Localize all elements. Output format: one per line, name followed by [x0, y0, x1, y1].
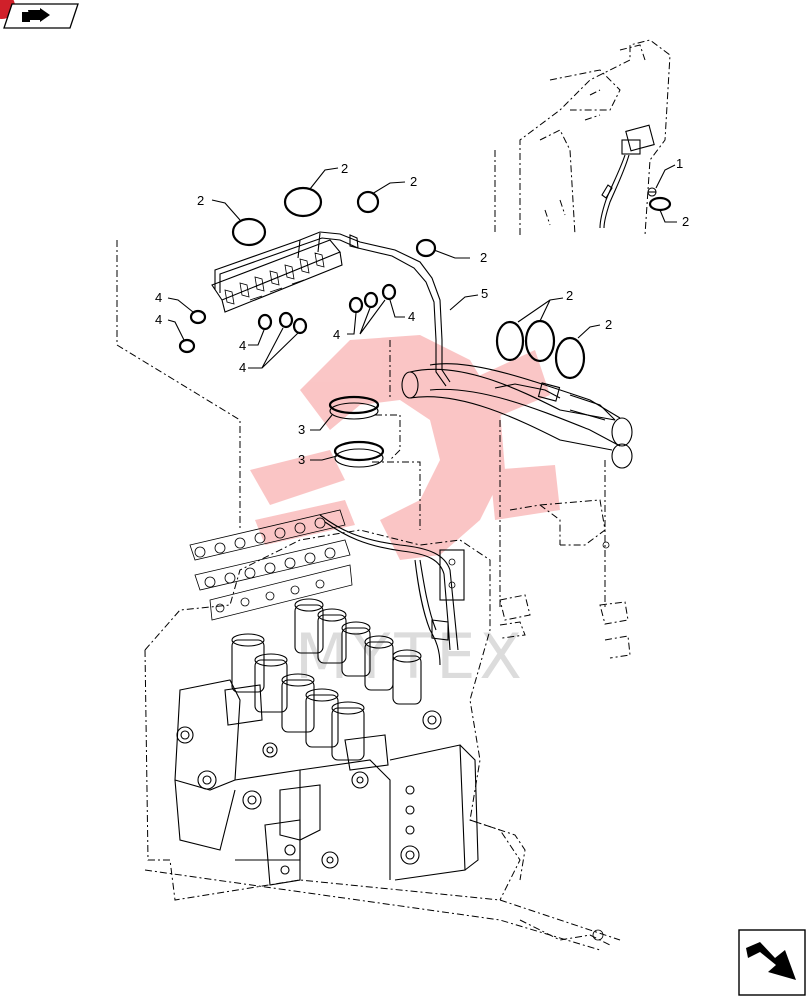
callout-1: 1 — [676, 156, 683, 171]
callout-11: 4 — [155, 312, 162, 327]
oring-part-4-c[interactable] — [257, 313, 273, 331]
harness-connector-block — [211, 239, 343, 313]
callout-16: 3 — [298, 422, 305, 437]
wiring-harness-part-5[interactable] — [214, 231, 451, 387]
control-valve-assembly — [144, 509, 621, 951]
oring-part-2-d[interactable] — [415, 238, 437, 258]
callout-10: 4 — [155, 290, 162, 305]
oring-part-4-g[interactable] — [363, 291, 379, 309]
callout-labels: 1 2 2 2 2 2 2 2 5 4 4 4 4 4 4 3 3 — [155, 156, 689, 467]
sensor-connector-part-1[interactable] — [599, 124, 657, 229]
oring-part-4-h[interactable] — [381, 283, 397, 301]
oring-part-4-a[interactable] — [189, 309, 207, 325]
oring-part-4-e[interactable] — [292, 317, 308, 335]
oring-part-4-f[interactable] — [348, 296, 364, 314]
callout-15: 4 — [408, 309, 415, 324]
oring-part-4-d[interactable] — [278, 311, 294, 329]
oring-part-2-e[interactable] — [495, 320, 525, 362]
callout-4: 2 — [341, 161, 348, 176]
oring-part-2-g[interactable] — [554, 336, 586, 380]
top-left-nav-icon[interactable] — [3, 3, 79, 29]
oring-part-2-cab[interactable] — [648, 196, 672, 212]
clamp-band-part-3-a[interactable] — [328, 395, 380, 420]
leader-lines — [167, 164, 677, 461]
oring-part-4-b[interactable] — [178, 338, 196, 354]
oring-part-2-a[interactable] — [231, 217, 267, 247]
callout-13: 4 — [239, 360, 246, 375]
oring-part-2-f[interactable] — [524, 319, 556, 363]
callout-14: 4 — [333, 327, 340, 342]
alignment-lines — [116, 240, 606, 610]
callout-5: 2 — [410, 174, 417, 189]
cab-frame — [494, 39, 671, 236]
callout-12: 4 — [239, 338, 246, 353]
callout-3: 2 — [197, 193, 204, 208]
callout-2: 2 — [682, 214, 689, 229]
oring-part-2-b[interactable] — [283, 186, 323, 218]
callout-7: 2 — [566, 288, 573, 303]
bottom-right-nav-icon[interactable] — [738, 929, 806, 996]
clamp-band-part-3-b[interactable] — [333, 440, 385, 468]
callout-9: 5 — [481, 286, 488, 301]
mounting-bracket — [499, 499, 631, 659]
callout-8: 2 — [605, 317, 612, 332]
oring-part-2-c[interactable] — [356, 190, 380, 214]
callout-17: 3 — [298, 452, 305, 467]
callout-6: 2 — [480, 250, 487, 265]
hydraulic-hoses — [401, 363, 633, 469]
watermark-logo — [250, 335, 560, 560]
